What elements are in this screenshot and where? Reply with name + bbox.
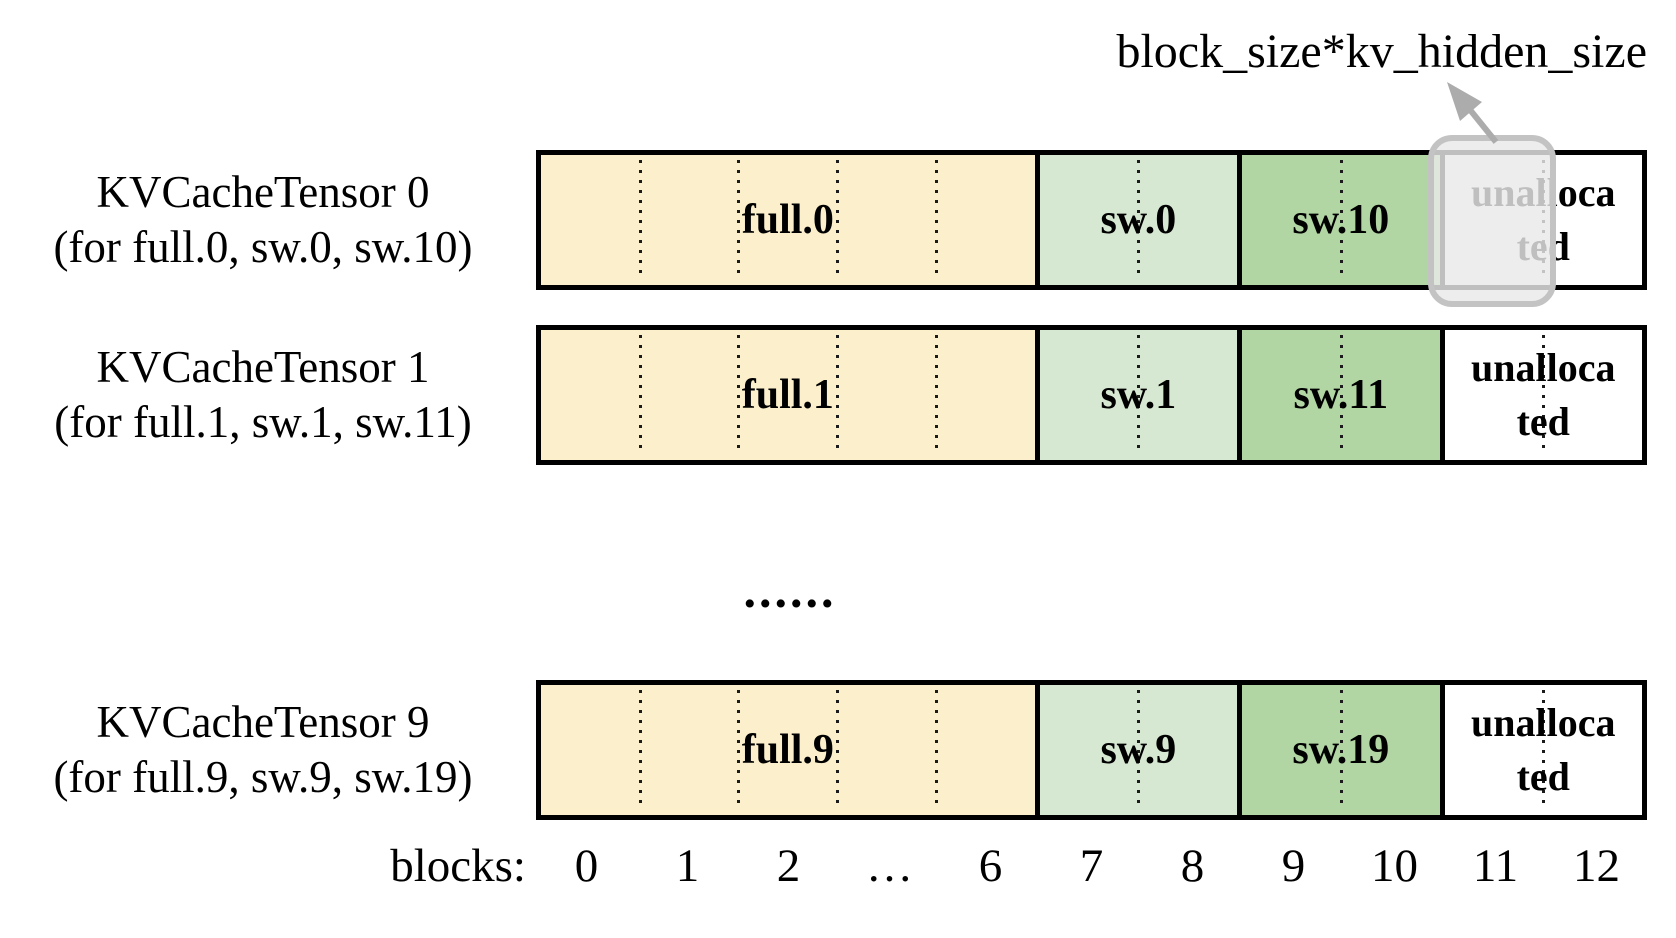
rows-ellipsis: ...... bbox=[743, 562, 837, 618]
row-1-subtitle: (for full.1, sw.1, sw.11) bbox=[54, 397, 472, 447]
block-divider-dotted bbox=[836, 335, 840, 455]
block-divider-dotted bbox=[737, 690, 741, 810]
block-divider-dotted bbox=[836, 160, 840, 280]
kv-cache-tensor-row-1: KVCacheTensor 1 (for full.1, sw.1, sw.11… bbox=[0, 325, 1676, 465]
row-9-segment-full: full.9 bbox=[541, 685, 1035, 815]
block-divider-dotted bbox=[934, 690, 938, 810]
block-label-2: 2 bbox=[776, 840, 801, 892]
row-9-title: KVCacheTensor 9 bbox=[96, 697, 430, 747]
kv-cache-tensor-row-0: KVCacheTensor 0 (for full.0, sw.0, sw.10… bbox=[0, 150, 1676, 290]
block-label-6: 6 bbox=[978, 840, 1003, 892]
annotation-block-size: block_size*kv_hidden_size bbox=[1116, 25, 1647, 78]
row-1-label: KVCacheTensor 1 (for full.1, sw.1, sw.11… bbox=[8, 325, 518, 465]
block-divider-dotted bbox=[1137, 690, 1141, 810]
block-divider-dotted bbox=[638, 160, 642, 280]
unallocated-line-1: unalloca bbox=[1471, 345, 1616, 390]
row-1-segment-sw2: sw.11 bbox=[1237, 330, 1440, 460]
block-divider-dotted bbox=[1137, 335, 1141, 455]
row-9-subtitle: (for full.9, sw.9, sw.19) bbox=[53, 752, 473, 802]
row-1-segment-unallocated-label: unalloca ted bbox=[1445, 330, 1642, 460]
row-9-segment-sw: sw.9 bbox=[1034, 685, 1238, 815]
row-9-label: KVCacheTensor 9 (for full.9, sw.9, sw.19… bbox=[8, 680, 518, 820]
block-label-12: 12 bbox=[1573, 840, 1620, 892]
row-9-segment-full-label: full.9 bbox=[741, 727, 834, 773]
row-0-subtitle: (for full.0, sw.0, sw.10) bbox=[53, 222, 473, 272]
unallocated-line-1: unalloca bbox=[1471, 700, 1616, 745]
blocks-axis-ticks: 0 1 2 … 6 7 8 9 10 11 12 bbox=[536, 830, 1647, 902]
row-0-title: KVCacheTensor 0 bbox=[96, 167, 430, 217]
block-divider-dotted bbox=[737, 160, 741, 280]
row-0-segment-sw: sw.0 bbox=[1034, 155, 1238, 285]
block-divider-dotted bbox=[1339, 335, 1343, 455]
row-1-tensor-bar: full.1 sw.1 sw.11 unalloca ted bbox=[536, 325, 1647, 465]
block-divider-dotted bbox=[934, 160, 938, 280]
unallocated-line-2: ted bbox=[1516, 399, 1570, 444]
row-0-segment-sw-label: sw.0 bbox=[1100, 197, 1177, 243]
blocks-axis-prefix: blocks: bbox=[390, 840, 526, 892]
block-divider-dotted bbox=[1542, 335, 1546, 455]
block-label-8: 8 bbox=[1180, 840, 1205, 892]
block-divider-dotted bbox=[638, 690, 642, 810]
block-divider-dotted bbox=[1137, 160, 1141, 280]
block-size-highlight-rect bbox=[1428, 135, 1556, 307]
row-0-label: KVCacheTensor 0 (for full.0, sw.0, sw.10… bbox=[8, 150, 518, 290]
row-9-segment-sw2: sw.19 bbox=[1237, 685, 1440, 815]
block-label-10: 10 bbox=[1371, 840, 1418, 892]
block-divider-dotted bbox=[1542, 690, 1546, 810]
blocks-axis: blocks: 0 1 2 … 6 7 8 9 10 11 12 bbox=[0, 830, 1676, 902]
block-label-9: 9 bbox=[1281, 840, 1306, 892]
row-0-segment-sw2: sw.10 bbox=[1237, 155, 1440, 285]
row-1-segment-full: full.1 bbox=[541, 330, 1035, 460]
block-label-0: 0 bbox=[574, 840, 599, 892]
row-0-segment-full-label: full.0 bbox=[741, 197, 834, 243]
row-9-segment-sw2-label: sw.19 bbox=[1292, 727, 1390, 773]
row-1-segment-full-label: full.1 bbox=[741, 372, 834, 418]
block-divider-dotted bbox=[737, 335, 741, 455]
row-1-title: KVCacheTensor 1 bbox=[96, 342, 430, 392]
row-0-segment-sw2-label: sw.10 bbox=[1292, 197, 1390, 243]
row-1-segment-sw2-label: sw.11 bbox=[1293, 372, 1389, 418]
block-label-1: 1 bbox=[675, 840, 700, 892]
row-0-segment-full: full.0 bbox=[541, 155, 1035, 285]
block-divider-dotted bbox=[1339, 690, 1343, 810]
block-label-7: 7 bbox=[1079, 840, 1104, 892]
block-label-ellipsis: … bbox=[866, 840, 913, 892]
row-9-tensor-bar: full.9 sw.9 sw.19 unalloca ted bbox=[536, 680, 1647, 820]
row-9-segment-unallocated-label: unalloca ted bbox=[1445, 685, 1642, 815]
row-9-segment-sw-label: sw.9 bbox=[1100, 727, 1177, 773]
block-divider-dotted bbox=[638, 335, 642, 455]
row-1-segment-unallocated: unalloca ted bbox=[1439, 330, 1642, 460]
block-divider-dotted bbox=[836, 690, 840, 810]
row-1-segment-sw: sw.1 bbox=[1034, 330, 1238, 460]
unallocated-line-2: ted bbox=[1516, 754, 1570, 799]
row-1-segment-sw-label: sw.1 bbox=[1100, 372, 1177, 418]
row-9-segment-unallocated: unalloca ted bbox=[1439, 685, 1642, 815]
kv-cache-tensor-row-9: KVCacheTensor 9 (for full.9, sw.9, sw.19… bbox=[0, 680, 1676, 820]
block-divider-dotted bbox=[1339, 160, 1343, 280]
block-divider-dotted bbox=[934, 335, 938, 455]
block-label-11: 11 bbox=[1472, 840, 1519, 892]
